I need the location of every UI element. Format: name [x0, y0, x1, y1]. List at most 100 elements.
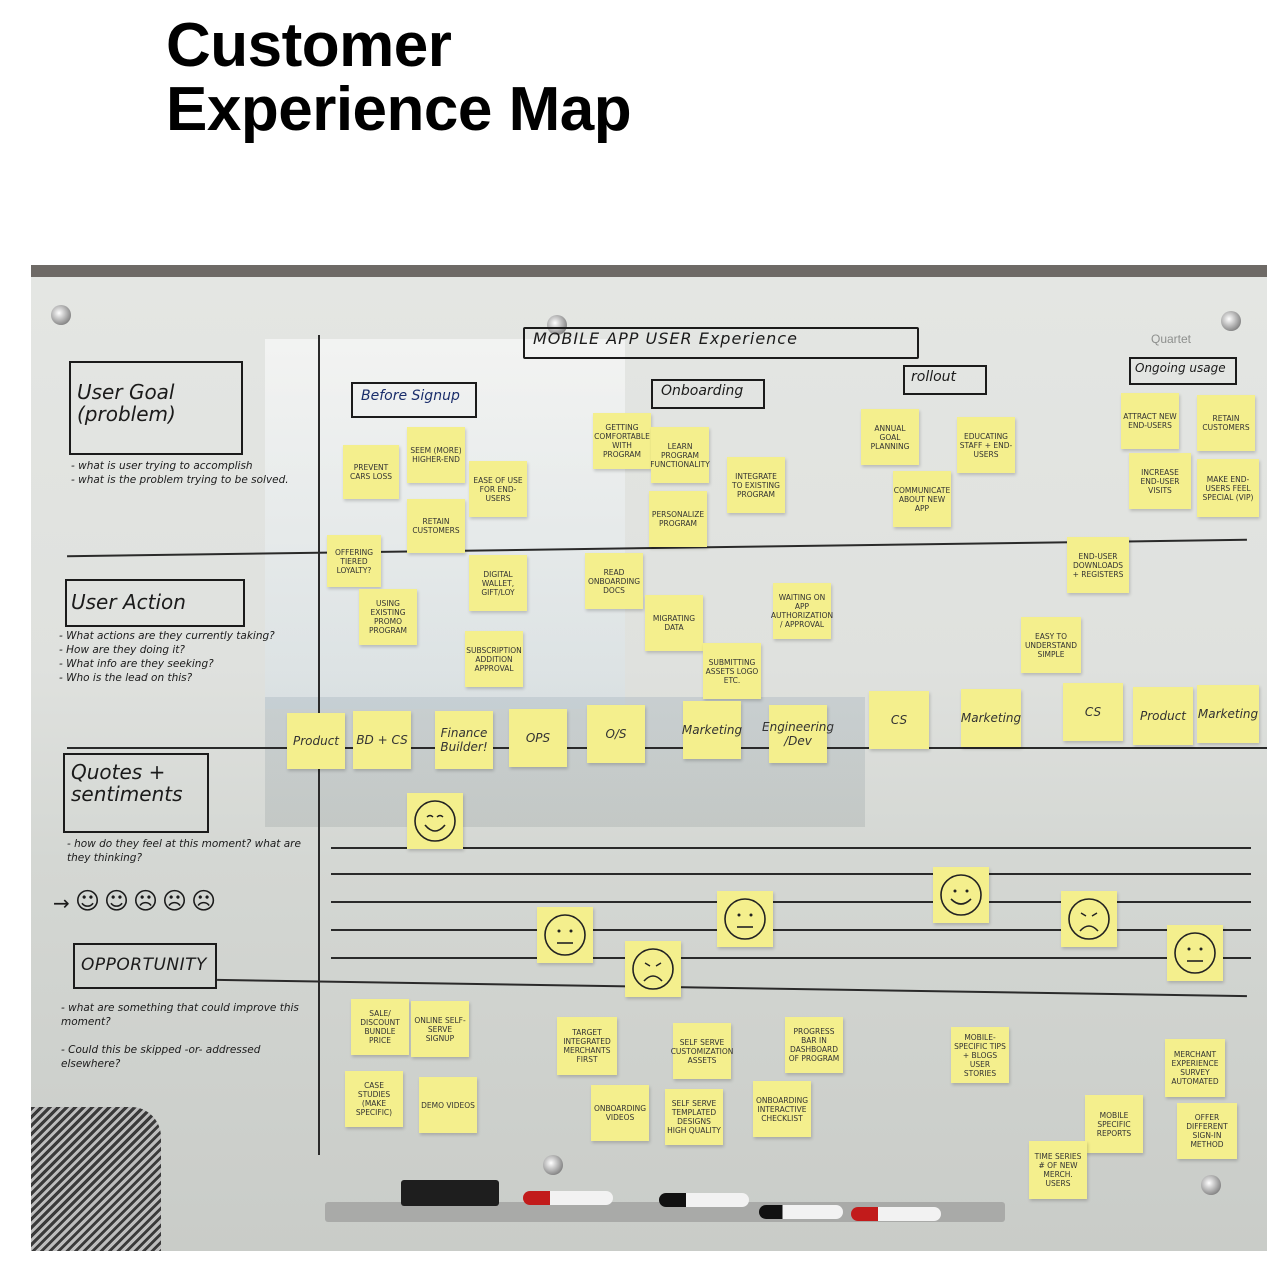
- happy-face-sticky: [407, 793, 463, 849]
- sticky-note: Increase end-user visits: [1129, 453, 1191, 509]
- sticky-note: Marketing: [961, 689, 1021, 747]
- sticky-note: Onboarding videos: [591, 1085, 649, 1141]
- sticky-note: CS: [1063, 683, 1123, 741]
- sticky-note: Waiting on app authorization / approval: [771, 583, 833, 639]
- sticky-note: Subscription addition approval: [465, 631, 523, 687]
- sticky-note: Integrate to existing program: [727, 457, 785, 513]
- sentiment-line: [331, 847, 1251, 849]
- sticky-note: Personalize program: [649, 491, 707, 547]
- sticky-note: Retain customers: [407, 499, 465, 553]
- office-chair: [31, 1107, 161, 1251]
- row-box-user-goal: [69, 361, 243, 455]
- sticky-note: Using existing promo program: [359, 589, 417, 645]
- title-line-2: Experience Map: [166, 75, 632, 144]
- sentiment-scale-icons: ☺☺☹☹☹: [75, 887, 221, 915]
- mount-screw: [51, 305, 71, 325]
- sticky-note: Digital wallet, gift/Loy: [469, 555, 527, 611]
- sticky-note: Marketing: [682, 701, 742, 759]
- sentiment-line: [331, 957, 1251, 959]
- sticky-note: Product: [287, 713, 345, 769]
- sticky-note: End-user downloads + registers: [1067, 537, 1129, 593]
- sentiment-line: [331, 929, 1251, 931]
- phase-before-signup: Before Signup: [361, 388, 460, 404]
- sticky-note: Educating staff + end-users: [957, 417, 1015, 473]
- sticky-note: O/S: [587, 705, 645, 763]
- sticky-note: Getting comfortable with program: [593, 413, 651, 469]
- row-notes-user-goal: - what is user trying to accomplish - wh…: [71, 460, 289, 486]
- row-box-user-action: [65, 579, 245, 627]
- mount-screw: [547, 315, 567, 335]
- sticky-note: Onboarding interactive checklist: [753, 1081, 811, 1137]
- phase-box-ongoing: [1129, 357, 1237, 385]
- sticky-note: Learn program functionality: [650, 427, 710, 483]
- mount-screw: [543, 1155, 563, 1175]
- whiteboard: Quartet MOBILE APP USER Experience Befor…: [31, 277, 1267, 1251]
- phase-ongoing-usage: Ongoing usage: [1135, 361, 1226, 375]
- scale-arrow: →: [53, 891, 70, 915]
- sentiment-line: [331, 901, 1251, 903]
- sticky-note: Retain customers: [1197, 395, 1255, 451]
- heading-box: [523, 327, 919, 359]
- row-notes-user-action: - What actions are they currently taking…: [59, 630, 275, 684]
- phase-box-onboarding: [651, 379, 765, 409]
- sticky-note: Communicate about new app: [893, 471, 951, 527]
- sticky-note: Offering tiered loyalty?: [327, 535, 381, 587]
- sticky-note: Mobile specific reports: [1085, 1095, 1143, 1153]
- sad-face-sticky: [625, 941, 681, 997]
- sticky-note: Time series # of new merch. users: [1029, 1141, 1087, 1199]
- row-divider: [67, 747, 1267, 749]
- sticky-note: Product: [1133, 687, 1193, 745]
- phase-box-before-signup: [351, 382, 477, 418]
- sticky-note: Target integrated merchants first: [557, 1017, 617, 1075]
- board-heading: MOBILE APP USER Experience: [533, 329, 798, 348]
- sticky-note: Marketing: [1197, 685, 1259, 743]
- sticky-note: Progress bar in dashboard of program: [785, 1017, 843, 1073]
- happy-face-sticky: [933, 867, 989, 923]
- sticky-note: BD + CS: [353, 711, 411, 769]
- sticky-note: Case studies (make specific): [345, 1071, 403, 1127]
- sticky-note: Migrating data: [645, 595, 703, 651]
- row-divider: [217, 978, 1247, 998]
- sticky-note: Make end-users feel special (VIP): [1197, 459, 1259, 517]
- red-marker: [523, 1191, 613, 1205]
- neutral-face-sticky: [1167, 925, 1223, 981]
- sticky-note: Annual goal planning: [861, 409, 919, 465]
- sticky-note: Mobile-specific tips + blogs user storie…: [951, 1027, 1009, 1083]
- row-label-user-action: User Action: [71, 590, 186, 614]
- phase-box-rollout: [903, 365, 987, 395]
- sticky-note: Demo videos: [419, 1077, 477, 1133]
- sticky-note: Read onboarding docs: [585, 553, 643, 609]
- black-marker: [759, 1205, 843, 1219]
- whiteboard-photo: Quartet MOBILE APP USER Experience Befor…: [31, 265, 1267, 1251]
- sticky-note: Easy to understand simple: [1021, 617, 1081, 673]
- sticky-note: Engineering /Dev: [762, 705, 834, 763]
- sticky-note: Finance Builder!: [435, 711, 493, 769]
- red-marker: [851, 1207, 941, 1221]
- sticky-note: Submitting assets logo etc.: [703, 643, 761, 699]
- black-marker: [659, 1193, 749, 1207]
- row-label-opportunity: OPPORTUNITY: [81, 955, 207, 975]
- whiteboard-eraser: [401, 1180, 499, 1206]
- sticky-note: OPS: [509, 709, 567, 767]
- page-title: Customer Experience Map: [166, 11, 632, 144]
- neutral-face-sticky: [717, 891, 773, 947]
- row-label-quotes-sentiments: Quotes + sentiments: [71, 760, 183, 806]
- neutral-face-sticky: [537, 907, 593, 963]
- sticky-note: Ease of use for end-users: [469, 461, 527, 517]
- sentiment-line: [331, 873, 1251, 875]
- sticky-note: Online self-serve signup: [411, 1001, 469, 1057]
- sticky-note: Attract new end-users: [1121, 393, 1179, 449]
- phase-rollout: rollout: [911, 369, 957, 385]
- board-brand: Quartet: [1151, 332, 1192, 346]
- sticky-note: Prevent cars loss: [343, 445, 399, 499]
- sticky-note: Merchant experience survey automated: [1165, 1039, 1225, 1097]
- sticky-note: Self serve templated designs high qualit…: [665, 1089, 723, 1145]
- row-notes-quotes: - how do they feel at this moment? what …: [67, 838, 301, 864]
- row-box-opportunity: [73, 943, 217, 989]
- sticky-note: Self serve customization assets: [671, 1023, 733, 1079]
- row-label-user-goal: User Goal (problem): [77, 380, 176, 426]
- sticky-note: CS: [869, 691, 929, 749]
- mount-screw: [1221, 311, 1241, 331]
- title-line-1: Customer: [166, 11, 452, 80]
- mount-screw: [1201, 1175, 1221, 1195]
